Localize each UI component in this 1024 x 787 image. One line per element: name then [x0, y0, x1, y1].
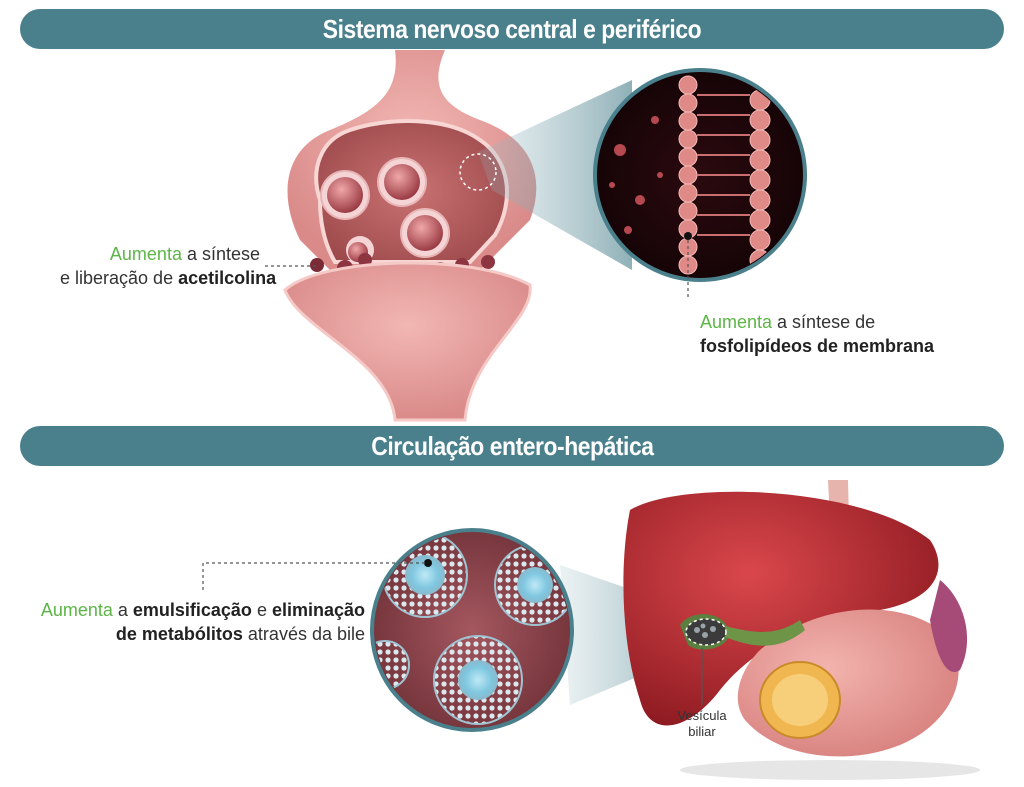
label-acetylcholine-green: Aumenta	[109, 244, 182, 264]
label-acetylcholine-line2-pre: e liberação de	[60, 268, 179, 288]
label-gallbladder-line1: Vesícula	[677, 708, 727, 723]
label-acetylcholine-line1: a síntese	[181, 244, 260, 264]
synaptic-vesicles	[320, 157, 450, 264]
zoom-cone-top	[478, 80, 632, 270]
postsynaptic-dendrite	[283, 261, 532, 422]
banner-bottom: Circulação entero-hepática	[20, 426, 1004, 466]
label-emulsification-mid: a	[112, 600, 133, 620]
banner-top: Sistema nervoso central e periférico	[20, 9, 1004, 49]
label-phospholipids: Aumenta a síntese de fosfolipídeos de me…	[700, 310, 934, 358]
micelle-zoom	[370, 528, 574, 732]
label-emulsification-line2: através da bile	[242, 624, 365, 644]
label-emulsification-and: e	[251, 600, 272, 620]
membrane-zoom	[593, 68, 807, 282]
label-gallbladder: Vesícula biliar	[662, 708, 742, 740]
label-emulsification-bold3: de metabólitos	[115, 624, 243, 644]
label-phospholipids-bold: fosfolipídeos de membrana	[700, 336, 935, 356]
label-gallbladder-line2: biliar	[688, 724, 716, 739]
banner-bottom-title: Circulação entero-hepática	[370, 430, 654, 461]
label-emulsification-green: Aumenta	[40, 600, 113, 620]
label-phospholipids-line1: a síntese de	[772, 312, 876, 332]
label-acetylcholine-bold: acetilcolina	[178, 268, 277, 288]
label-phospholipids-green: Aumenta	[700, 312, 773, 332]
label-acetylcholine: Aumenta a síntese e liberação de acetilc…	[60, 242, 276, 290]
label-emulsification-bold1: emulsificação	[132, 600, 252, 620]
label-emulsification-bold2: eliminação	[271, 600, 365, 620]
banner-top-title: Sistema nervoso central e periférico	[322, 13, 702, 44]
label-emulsification: Aumenta a emulsificação e eliminação de …	[30, 598, 365, 646]
